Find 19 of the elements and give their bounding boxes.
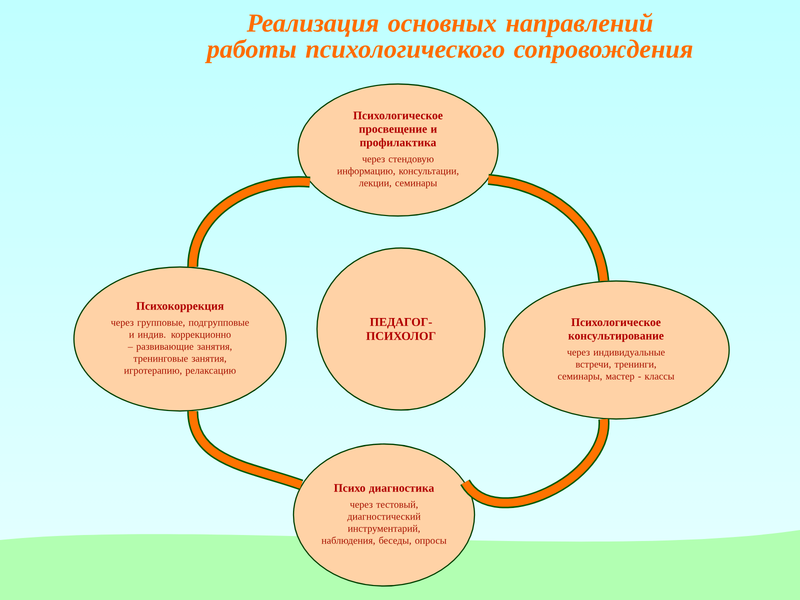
node-description: через тестовый, диагностический инструментарий, наблюдения, беседы, опросы xyxy=(322,500,446,546)
node-heading: Психокоррекция xyxy=(136,302,224,312)
node-heading: ПЕДАГОГ- ПСИХОЛОГ xyxy=(366,318,436,340)
ring-connector xyxy=(488,174,610,282)
node-description: через индивидуальные встречи, тренинги, семинары, мастер - классы xyxy=(558,350,674,382)
ellipse-node xyxy=(292,443,476,587)
ellipse-node xyxy=(297,83,499,217)
node-heading: Психо диагностика xyxy=(334,484,434,494)
ellipse-node xyxy=(73,266,287,412)
title: Реализация основных направлений работы психологического сопровождения xyxy=(204,12,692,64)
node-description: через групповые, подгрупповые и индив. коррекционно – развивающие занятия, тренинговые занятия, игротерапию, релаксацию xyxy=(110,320,249,376)
ring-connector xyxy=(460,418,610,508)
center-circle xyxy=(316,247,486,411)
node-heading: Психологическое консультирование xyxy=(568,318,664,342)
ring-connector xyxy=(187,176,310,268)
ring-connector xyxy=(187,410,304,490)
ellipse-node xyxy=(502,280,730,420)
node-heading: Психологическое просвещение и профилактика xyxy=(353,112,443,149)
node-description: через стендовую информацию, консультации, лекции, семинары xyxy=(337,157,458,188)
